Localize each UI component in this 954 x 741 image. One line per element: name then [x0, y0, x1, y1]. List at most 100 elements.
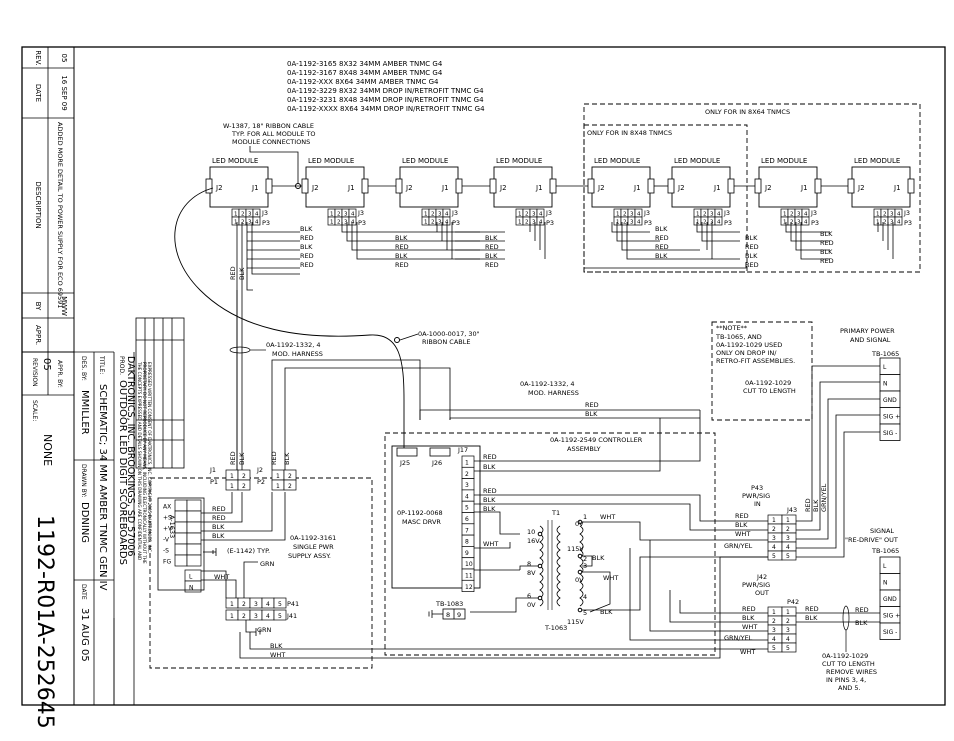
pin-label: 4: [539, 212, 543, 218]
harness-left-label: 0A-1192-1332, 4: [266, 341, 320, 349]
pin-label: 2: [772, 526, 776, 533]
pin-label: 3: [630, 212, 634, 218]
pin-label: 2: [241, 212, 245, 218]
wire-label: BLK: [805, 614, 818, 622]
ps-terminal-label: AX: [163, 504, 171, 511]
pin-label: 5: [772, 645, 776, 652]
pin-label: 1: [424, 212, 428, 218]
wire-label: RED: [300, 234, 314, 242]
pin-label: 1: [234, 220, 238, 226]
j3-label: J3: [451, 209, 458, 217]
pin-label: 3: [786, 535, 790, 542]
p2-label: P2: [257, 478, 265, 486]
terminal-label: N: [883, 580, 888, 587]
pin-label: 2: [623, 220, 627, 226]
j1-label: J1: [441, 184, 449, 192]
pin-label: 2: [790, 220, 794, 226]
tap-pin: 4: [583, 593, 587, 601]
masc-driver-label: MASC DRVR: [402, 518, 441, 526]
parts-list-item: 0A-1192-3231 8X48 34MM DROP IN/RETROFIT …: [287, 96, 484, 104]
terminal-label: N: [883, 381, 888, 388]
revision-table: [22, 47, 74, 352]
pin-label: 2: [337, 220, 341, 226]
ps-terminal-label: +S: [163, 515, 172, 522]
pin-label: 2: [790, 212, 794, 218]
desc-header: DESCRIPTION: [34, 181, 42, 228]
title-label: TITLE:: [98, 355, 105, 374]
note-header: **NOTE**: [716, 324, 748, 332]
led-module-label: LED MODULE: [212, 157, 258, 165]
title-block-lines: [22, 317, 185, 706]
wire-label: RED: [300, 252, 314, 260]
pin-label: 1: [234, 212, 238, 218]
tap-label: 10: [527, 528, 535, 536]
pin-label: 4: [351, 212, 355, 218]
cut-to-length-bottom: CUT TO LENGTH: [822, 660, 875, 668]
pin-label: 3: [797, 220, 801, 226]
wire-label: BLK: [483, 463, 496, 471]
p1-label: P1: [210, 478, 218, 486]
ps-terminal-label: -V: [163, 537, 170, 544]
pin-label: 2: [703, 212, 707, 218]
ps-terminal-label: N: [189, 585, 194, 592]
led-module-label: LED MODULE: [308, 157, 354, 165]
j1-label: J1: [347, 184, 355, 192]
j26-connector: [429, 447, 451, 457]
j2-label: J2: [857, 184, 865, 192]
wire-label: BLK: [742, 614, 755, 622]
rev-by: MWW: [60, 296, 68, 316]
pin-label: 5: [786, 553, 790, 560]
drawing-number: 1192-R01A-252645: [32, 515, 57, 729]
j3-label: J3: [643, 209, 650, 217]
wire-label: RED: [229, 451, 237, 465]
tap-pin: 1: [583, 513, 587, 521]
wire-label: RED: [745, 261, 759, 269]
terminal-label: SIG +: [883, 613, 900, 620]
ribbon-cable-label: RIBBON CABLE: [422, 338, 470, 346]
wire-label: BLK: [483, 505, 496, 513]
tap-label: 0V: [575, 520, 584, 528]
j1-label: J1: [800, 184, 808, 192]
pin-label: 1: [783, 220, 787, 226]
cut-to-length-bottom: IN PINS 3, 4,: [826, 676, 866, 684]
wire-label: BLK: [485, 234, 498, 242]
ps-terminal-label: -S: [163, 548, 169, 555]
terminal: [879, 622, 901, 640]
e1142-label: (E-1142) TYP.: [227, 547, 270, 555]
wire-label: WHT: [740, 648, 755, 656]
wire-label: BLK: [212, 523, 225, 531]
signal-out-title: SIGNAL: [870, 527, 894, 535]
pin-label: 1: [330, 212, 334, 218]
j17-pin-label: 7: [465, 527, 469, 534]
wire-label: RED: [485, 261, 499, 269]
wire-label: BLK: [820, 248, 833, 256]
appr-by-label: APPR. BY:: [56, 360, 63, 388]
pin-label: 4: [804, 220, 808, 226]
a1633-label: A-1633: [168, 515, 176, 538]
drawn-by-label: DRAWN BY:: [80, 464, 87, 497]
j42-label: PWR/SIG: [742, 581, 770, 589]
j17-label: J17: [457, 446, 468, 454]
j17-pin-label: 9: [465, 550, 469, 557]
wire-label: GRN/YEL: [724, 634, 753, 642]
pin-label: 3: [248, 220, 252, 226]
wire-label: BLK: [212, 532, 225, 540]
ribbon-note-line: TYP. FOR ALL MODULE TO: [231, 130, 316, 138]
harness-left-ring: [229, 346, 251, 354]
appr-header: APPR.: [34, 325, 42, 345]
pin-label: 2: [883, 212, 887, 218]
confidential-line-2: PROPRIETARY. DO NOT REPRODUCE BY ANY MEA…: [142, 362, 147, 564]
pin-label: 2: [242, 601, 246, 608]
pin-label: 1: [772, 517, 776, 524]
p43-label: PWR/SIG: [742, 492, 770, 500]
wire-label: BLK: [655, 225, 668, 233]
tap-label: 0V: [527, 601, 536, 609]
note-line: TB-1065, AND: [715, 333, 762, 341]
wire-label: RED: [855, 606, 869, 614]
rev-description: ADDED MORE DETAIL TO POWER SUPPLY FOR EC…: [56, 122, 64, 308]
wire-label: BLK: [585, 410, 598, 418]
